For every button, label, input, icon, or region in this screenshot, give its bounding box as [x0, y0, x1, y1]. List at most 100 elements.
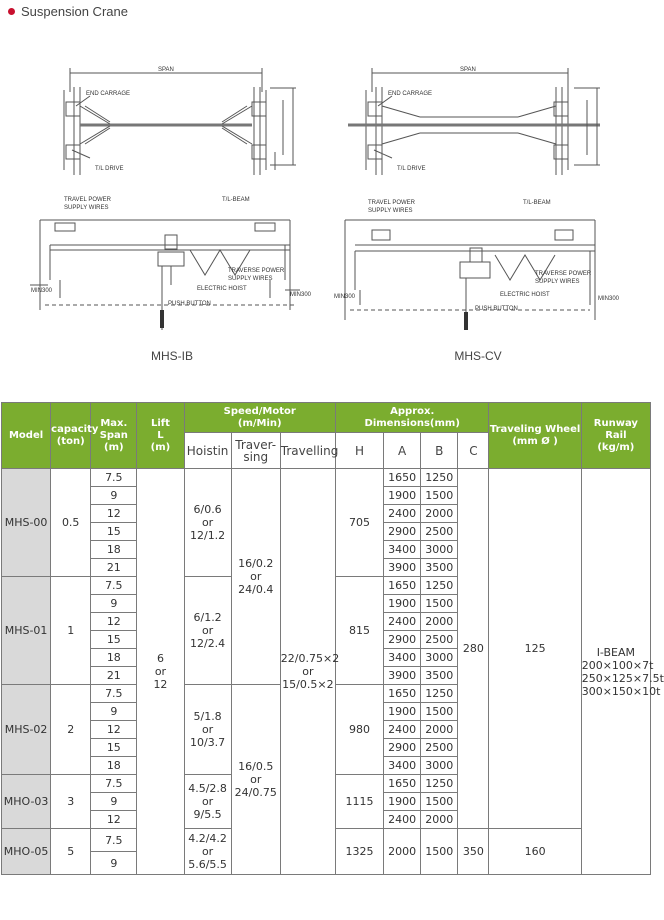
- b-cell: 3000: [420, 540, 459, 559]
- span-cell: 7.5: [90, 684, 138, 703]
- table-row: 9: [2, 851, 651, 875]
- a-cell: 1900: [383, 594, 422, 613]
- travelling-cell: 22/0.75×2 or 15/0.5×2: [279, 468, 339, 875]
- capacity-cell: 5: [50, 828, 92, 875]
- hoisting-cell: 4.5/2.8 or 9/5.5: [183, 774, 232, 829]
- a-cell: 1900: [383, 792, 422, 811]
- col-lift: Lift L (m): [136, 402, 185, 469]
- span-cell: 15: [90, 522, 138, 541]
- h-cell: 1115: [334, 774, 385, 829]
- span-cell: 9: [90, 792, 138, 811]
- a-cell: 1650: [383, 774, 422, 793]
- left-supply-wires-label: SUPPLY WIRES: [64, 205, 108, 211]
- span-cell: 12: [90, 612, 138, 631]
- model-cell: MHS-01: [0, 576, 52, 685]
- right-min300-label-a: MIN300: [334, 294, 356, 300]
- col-traversing: Traver- sing: [230, 432, 281, 469]
- model-cell: MHS-02: [0, 684, 52, 775]
- b-cell: 1500: [420, 702, 459, 721]
- right-tl-beam-label: T/L-BEAM: [523, 200, 551, 206]
- right-min300-label-b: MIN300: [598, 296, 620, 302]
- col-rail: Runway Rail (kg/m): [580, 402, 652, 469]
- a-cell: 3400: [383, 756, 422, 775]
- span-cell: 12: [90, 810, 138, 829]
- right-supply-wires-label: SUPPLY WIRES: [368, 208, 412, 214]
- col-max-span: Max. Span (m): [90, 402, 138, 469]
- left-end-carriage-label: END CARRAGE: [86, 91, 130, 97]
- hoisting-cell: 5/1.8 or 10/3.7: [183, 684, 232, 775]
- b-cell: 1500: [420, 594, 459, 613]
- b-cell: 3500: [420, 558, 459, 577]
- span-cell: 18: [90, 756, 138, 775]
- right-span-label: SPAN: [460, 67, 476, 73]
- page-header: Suspension Crane: [8, 4, 128, 19]
- right-push-button-label: PUSH BUTTON: [475, 306, 518, 312]
- bullet-icon: [8, 8, 15, 15]
- h-cell: 705: [334, 468, 385, 577]
- a-cell: 2400: [383, 504, 422, 523]
- right-electric-hoist-label: ELECTRIC HOIST: [500, 292, 550, 298]
- capacity-cell: 2: [50, 684, 92, 775]
- mhs-cv-elevation-view: [344, 219, 596, 330]
- a-cell: 3400: [383, 648, 422, 667]
- right-travel-power-label: TRAVEL POWER: [368, 200, 416, 206]
- left-traverse-power-label: TRAVERSE POWER: [228, 268, 285, 274]
- a-cell: 2900: [383, 738, 422, 757]
- span-cell: 7.5: [90, 468, 138, 487]
- span-cell: 9: [90, 594, 138, 613]
- span-cell: 18: [90, 540, 138, 559]
- lift-cell: 6 or 12: [136, 468, 185, 875]
- b-cell: 2000: [420, 612, 459, 631]
- b-cell: 3500: [420, 666, 459, 685]
- col-speed: Speed/Motor (m/Min): [183, 402, 336, 433]
- b-cell: 1250: [420, 576, 459, 595]
- rail-cell: I-BEAM 200×100×7t 250×125×7.5t 300×150×1…: [580, 468, 664, 875]
- b-cell: 3000: [420, 756, 459, 775]
- col-travelling: Travelling: [279, 432, 338, 469]
- mhs-cv-plan-view: [348, 68, 600, 175]
- a-cell: 1900: [383, 702, 422, 721]
- model-cell: MHO-05: [0, 828, 52, 875]
- model-cell: MHO-03: [0, 774, 52, 829]
- col-a: A: [383, 432, 422, 469]
- a-cell: 2900: [383, 630, 422, 649]
- h-cell: 980: [334, 684, 385, 775]
- b-cell: 2000: [420, 504, 459, 523]
- col-dimensions: Approx. Dimensions(mm): [334, 402, 490, 433]
- a-cell: 2000: [383, 828, 422, 875]
- span-cell: 15: [90, 630, 138, 649]
- traversing-cell: 16/0.2 or 24/0.4: [230, 468, 281, 685]
- right-tl-drive-label: T/L DRIVE: [397, 166, 425, 172]
- span-cell: 9: [90, 851, 138, 875]
- c-cell: 350: [457, 828, 490, 875]
- col-capacity: capacity (ton): [50, 402, 98, 469]
- b-cell: 3000: [420, 648, 459, 667]
- a-cell: 1650: [383, 468, 422, 487]
- b-cell: 1250: [420, 684, 459, 703]
- capacity-cell: 3: [50, 774, 92, 829]
- a-cell: 2400: [383, 720, 422, 739]
- technical-drawings: SPAN END CARRAGE T/L DRIVE TRAVEL POWER …: [0, 40, 652, 380]
- wheel-cell: 160: [488, 828, 582, 875]
- a-cell: 1650: [383, 684, 422, 703]
- right-traverse-power-label: TRAVERSE POWER: [535, 271, 592, 277]
- left-traverse-supply-label: SUPPLY WIRES: [228, 276, 272, 282]
- page-title: Suspension Crane: [21, 4, 128, 19]
- a-cell: 1900: [383, 486, 422, 505]
- h-cell: 815: [334, 576, 385, 685]
- traversing-cell: 16/0.5 or 24/0.75: [230, 684, 281, 875]
- left-span-label: SPAN: [158, 67, 174, 73]
- spec-table: Model capacity (ton) Max. Span (m) Lift …: [0, 402, 664, 875]
- span-cell: 7.5: [90, 828, 138, 852]
